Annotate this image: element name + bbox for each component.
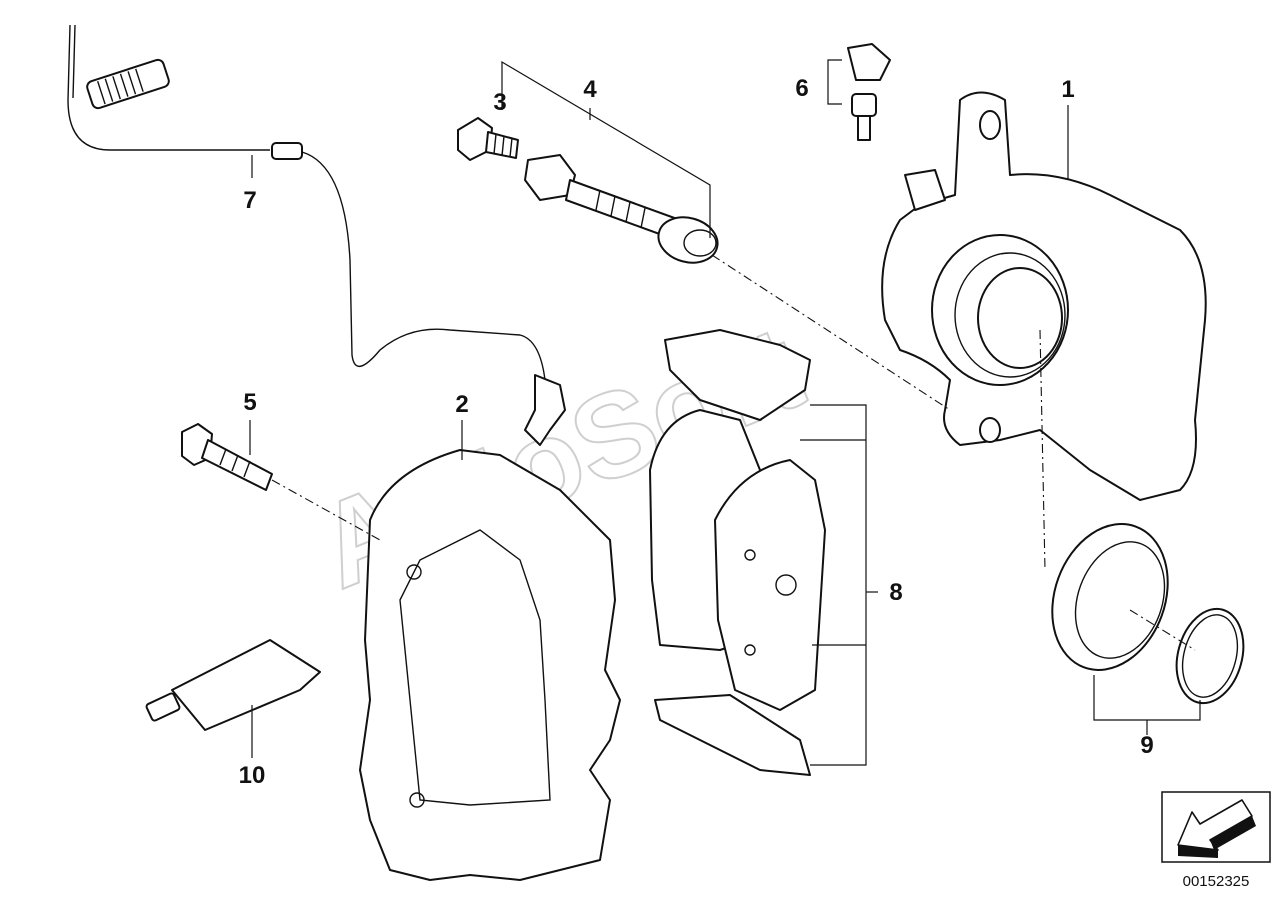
part-bolt-long (181, 423, 273, 491)
part-brake-pads (649, 329, 826, 776)
callout-7: 7 (243, 187, 256, 214)
callout-10: 10 (239, 762, 266, 789)
part-bolt (457, 117, 519, 161)
part-grease-tube (145, 639, 321, 731)
part-seal-ring (1051, 523, 1245, 705)
callout-1: 1 (1061, 76, 1074, 103)
part-carrier-bracket (359, 449, 621, 881)
arrow-down-left-icon (1177, 799, 1256, 858)
direction-indicator (1161, 791, 1271, 863)
document-number: 00152325 (1183, 873, 1250, 890)
callout-5: 5 (243, 389, 256, 416)
callout-2: 2 (455, 391, 468, 418)
part-guide-pin (524, 154, 719, 264)
callout-8: 8 (889, 579, 902, 606)
callout-9: 9 (1140, 732, 1153, 759)
callout-4: 4 (583, 76, 597, 103)
callout-3: 3 (493, 89, 506, 116)
part-bleeder-valve (847, 43, 891, 141)
callout-6: 6 (795, 75, 808, 102)
part-wear-sensor (67, 24, 566, 446)
part-caliper-housing (881, 91, 1207, 501)
leader-lines (249, 59, 1201, 766)
